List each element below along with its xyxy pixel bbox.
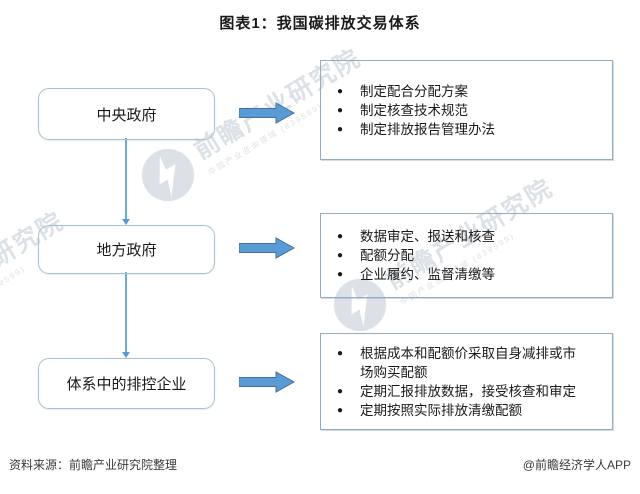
bullet-list: ● 根据成本和配额价采取自身减排或市场购买配额 ● 定期汇报排放数据，接受核查和审定… — [334, 344, 604, 420]
qianzhan-logo-icon — [141, 148, 195, 202]
right-block-arrow-icon — [239, 102, 295, 124]
bullet-dot-icon: ● — [337, 85, 344, 97]
bullet-dot-icon: ● — [337, 231, 344, 242]
credit-note: @前瞻经济学人APP — [522, 458, 631, 472]
bullet-dot-icon: ● — [337, 404, 344, 416]
bullet-item: ● 制定配合分配方案 — [334, 82, 604, 101]
panel-local-government-tasks: ● 数据审定、报送和核查 ● 配额分配 ● 企业履约、监督清缴等 — [320, 213, 613, 298]
bullet-text: 配额分配 — [360, 248, 414, 263]
bullet-text: 制定排放报告管理办法 — [360, 121, 495, 137]
right-block-arrow-icon — [239, 371, 295, 393]
bullet-text: 制定配合分配方案 — [360, 83, 468, 99]
source-note: 资料来源：前瞻产业研究院整理 — [9, 458, 178, 472]
node-regulated-enterprises: 体系中的排控企业 — [38, 358, 215, 409]
bullet-list: ● 数据审定、报送和核查 ● 配额分配 ● 企业履约、监督清缴等 — [334, 227, 604, 284]
bullet-dot-icon: ● — [337, 104, 344, 116]
bullet-text: 企业履约、监督清缴等 — [360, 267, 495, 282]
panel-central-government-tasks: ● 制定配合分配方案 ● 制定核查技术规范 ● 制定排放报告管理办法 — [320, 60, 613, 160]
node-label: 地方政府 — [96, 242, 157, 259]
node-central-government: 中央政府 — [38, 88, 215, 140]
right-block-arrow-icon — [239, 237, 295, 259]
connector-arrowhead-icon — [122, 352, 130, 358]
bullet-text: 根据成本和配额价采取自身减排或市场购买配额 — [360, 345, 576, 380]
bullet-dot-icon: ● — [337, 269, 344, 280]
bullet-item: ● 制定核查技术规范 — [334, 101, 604, 120]
bullet-text: 定期汇报排放数据，接受核查和审定 — [360, 383, 576, 399]
bullet-dot-icon: ● — [337, 123, 344, 135]
node-label: 中央政府 — [96, 106, 157, 124]
bullet-item: ● 企业履约、监督清缴等 — [334, 265, 604, 284]
bullet-dot-icon: ● — [337, 347, 344, 359]
bullet-item: ● 制定排放报告管理办法 — [334, 120, 604, 139]
node-local-government: 地方政府 — [38, 225, 215, 274]
bullet-text: 定期按照实际排放清缴配额 — [360, 402, 522, 418]
bullet-text: 制定核查技术规范 — [360, 102, 468, 118]
bullet-item: ● 数据审定、报送和核查 — [334, 227, 604, 246]
bullet-text: 数据审定、报送和核查 — [360, 229, 495, 244]
connector-line — [125, 272, 127, 352]
panel-enterprise-tasks: ● 根据成本和配额价采取自身减排或市场购买配额 ● 定期汇报排放数据，接受核查和审定… — [320, 333, 613, 430]
bullet-dot-icon: ● — [337, 250, 344, 261]
connector-arrowhead-icon — [122, 219, 130, 225]
bullet-list: ● 制定配合分配方案 ● 制定核查技术规范 ● 制定排放报告管理办法 — [334, 82, 604, 139]
bullet-item: ● 定期按照实际排放清缴配额 — [334, 401, 604, 420]
bullet-dot-icon: ● — [337, 385, 344, 397]
node-label: 体系中的排控企业 — [66, 376, 187, 393]
bullet-item: ● 根据成本和配额价采取自身减排或市场购买配额 — [334, 344, 604, 382]
connector-line — [125, 138, 127, 220]
figure-title: 图表1：我国碳排放交易体系 — [219, 15, 421, 32]
bullet-item: ● 定期汇报排放数据，接受核查和审定 — [334, 382, 604, 401]
bullet-item: ● 配额分配 — [334, 246, 604, 265]
